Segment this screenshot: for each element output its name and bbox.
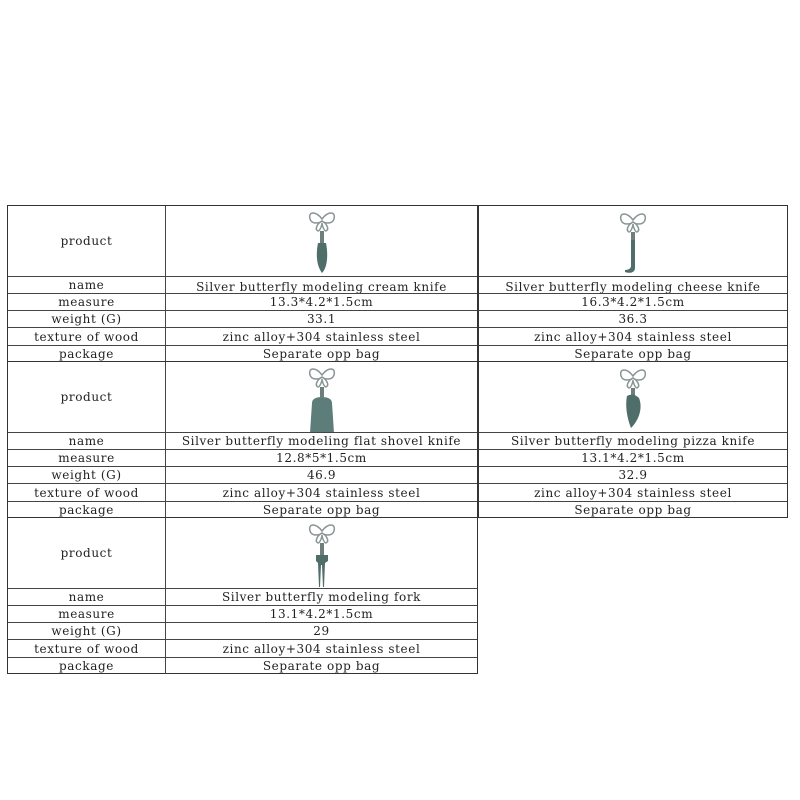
product-measure: 13.3*4.2*1.5cm <box>269 295 374 309</box>
product-label: product <box>8 518 166 588</box>
product-package: Separate opp bag <box>574 347 692 361</box>
product-package: Separate opp bag <box>574 503 692 517</box>
texture-label: texture of wood <box>8 484 166 501</box>
product-weight: 29 <box>313 624 330 638</box>
product-texture: zinc alloy+304 stainless steel <box>534 329 732 344</box>
product-name: Silver butterfly modeling cream knife <box>196 279 447 294</box>
cheese-knife-icon <box>619 213 647 273</box>
fork-icon <box>308 524 335 587</box>
spec-table-pizza-knife: Silver butterfly modeling pizza knife 13… <box>478 361 788 518</box>
weight-label: weight (G) <box>8 467 166 483</box>
product-weight: 46.9 <box>306 468 337 482</box>
product-weight: 33.1 <box>306 312 337 326</box>
product-weight: 36.3 <box>618 312 648 326</box>
weight-label: weight (G) <box>8 623 166 639</box>
name-label: name <box>8 589 166 605</box>
product-package: Separate opp bag <box>262 347 381 361</box>
product-texture: zinc alloy+304 stainless steel <box>534 485 732 500</box>
spec-table-fork: product name Silver butterfly modeling f… <box>7 517 478 674</box>
name-label: name <box>8 433 166 449</box>
texture-label: texture of wood <box>8 328 166 345</box>
product-texture: zinc alloy+304 stainless steel <box>222 641 421 656</box>
package-label: package <box>8 502 166 518</box>
cream-knife-icon <box>308 212 335 273</box>
name-label: name <box>8 277 166 293</box>
product-texture: zinc alloy+304 stainless steel <box>222 329 421 344</box>
measure-label: measure <box>8 450 166 466</box>
flat-shovel-knife-icon <box>308 368 335 433</box>
spec-table-flat-shovel-knife: product name Silver butterfly modeling f… <box>7 361 478 518</box>
product-name: Silver butterfly modeling fork <box>221 590 422 604</box>
measure-label: measure <box>8 294 166 310</box>
product-image-cell <box>166 206 477 276</box>
product-measure: 16.3*4.2*1.5cm <box>581 295 685 309</box>
product-name: Silver butterfly modeling pizza knife <box>510 434 756 448</box>
product-label: product <box>8 362 166 432</box>
measure-label: measure <box>8 606 166 622</box>
weight-label: weight (G) <box>8 311 166 327</box>
product-name: Silver butterfly modeling cheese knife <box>505 280 761 293</box>
texture-label: texture of wood <box>8 640 166 657</box>
product-weight: 32.9 <box>618 468 648 482</box>
product-image-cell <box>479 206 787 276</box>
product-name: Silver butterfly modeling flat shovel kn… <box>181 434 462 448</box>
spec-table-cream-knife: product name Silver butterfly modeling c… <box>7 205 478 362</box>
product-label: product <box>8 206 166 276</box>
product-image-cell <box>166 362 477 433</box>
product-package: Separate opp bag <box>262 659 381 673</box>
product-measure: 13.1*4.2*1.5cm <box>581 451 685 465</box>
product-texture: zinc alloy+304 stainless steel <box>222 485 421 500</box>
product-image-cell <box>166 518 477 588</box>
product-measure: 13.1*4.2*1.5cm <box>269 607 374 621</box>
product-package: Separate opp bag <box>262 503 381 517</box>
spec-table-cheese-knife: Silver butterfly modeling cheese knife 1… <box>478 205 788 362</box>
product-image-cell <box>479 362 787 432</box>
pizza-knife-icon <box>619 369 647 428</box>
package-label: package <box>8 346 166 362</box>
product-measure: 12.8*5*1.5cm <box>276 451 367 465</box>
package-label: package <box>8 658 166 674</box>
